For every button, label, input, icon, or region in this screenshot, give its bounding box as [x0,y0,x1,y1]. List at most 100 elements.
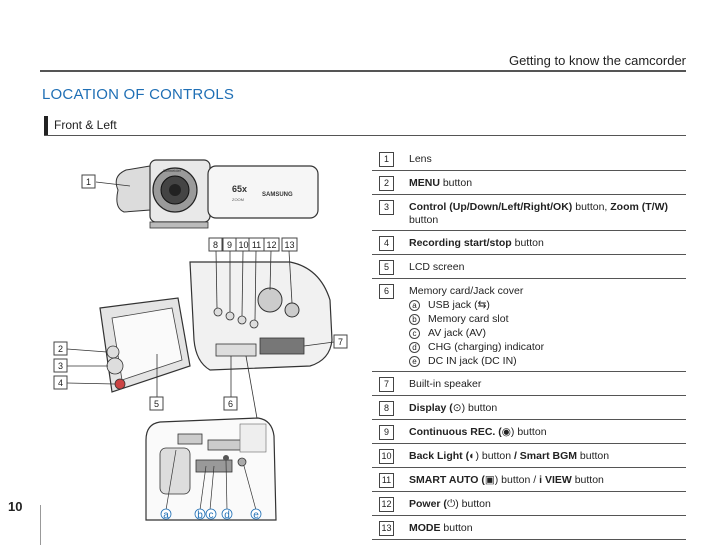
jack-label-c: c [205,508,217,521]
control-text-part: ⊙ [452,402,462,414]
control-text-part: Display ( [409,402,453,414]
zoom-badge: 65x [232,184,247,194]
svg-text:4: 4 [58,378,63,388]
callout-4: 4 [53,375,68,390]
control-number: 10 [379,449,394,464]
svg-text:7: 7 [338,337,343,347]
control-description: SMART AUTO (▣) button / i VIEW button [409,471,675,487]
section-title: Getting to know the camcorder [508,53,686,68]
svg-text:11: 11 [252,240,261,250]
page-title: LOCATION OF CONTROLS [42,86,235,103]
control-number: 7 [379,377,394,392]
control-text-part: ) button [461,402,498,414]
callout-13: 13 [281,237,298,252]
callout-12: 12 [263,237,280,252]
control-text-part: button [571,474,604,486]
camcorder-left-view [99,261,333,393]
control-number: 2 [379,176,394,191]
jack-label-a: a [160,508,172,521]
svg-text:12: 12 [266,240,276,250]
zoom-caption: ZOOM [232,197,244,202]
control-row-11: 11 SMART AUTO (▣) button / i VIEW button [372,468,686,492]
control-text-part: button [576,450,610,462]
control-row-5: 5 LCD screen [372,255,686,279]
control-row-1: 1 Lens [372,147,686,171]
jack-item: a USB jack (⇆) [409,299,675,312]
control-text-part: Back Light ( [409,450,470,462]
jack-letter: a [409,300,420,311]
control-row-8: 8 Display (⊙) button [372,396,686,420]
control-number: 1 [379,152,394,167]
control-text-part: button [439,177,473,189]
control-description: Back Light (◐) button / Smart BGM button [409,447,675,463]
control-number: 8 [379,401,394,416]
jack-letter: e [409,356,420,367]
control-text-part: button [409,214,439,226]
control-description: Power (⏻) button [409,495,675,511]
section-header: Getting to know the camcorder [40,52,686,72]
subtitle-bar: Front & Left [44,115,686,136]
callout-6: 6 [223,396,238,411]
svg-text:c: c [209,510,214,521]
lens-caption: Schneider [163,168,182,173]
control-row-3: 3 Control (Up/Down/Left/Right/OK) button,… [372,195,686,231]
control-text-part: ▣ [484,474,495,486]
control-text-part: MODE [409,522,441,534]
svg-text:6: 6 [228,399,233,409]
control-text-part: button [511,237,544,249]
control-number: 4 [379,236,394,251]
control-text-part: Recording start/stop [409,237,512,249]
subtitle: Front & Left [54,118,117,132]
jack-label-d: d [221,508,233,521]
callout-9: 9 [222,237,237,252]
control-text-part: ) button [510,426,547,438]
control-description: Built-in speaker [409,375,675,391]
jack-text: USB jack (⇆) [428,299,490,311]
control-number: 11 [379,473,394,488]
svg-text:2: 2 [58,344,63,354]
control-text-part: Lens [409,153,432,165]
control-text-part: ) button / [494,474,540,486]
svg-text:b: b [197,510,203,521]
jack-text: DC IN jack (DC IN) [428,355,517,367]
control-description: Lens [409,150,675,166]
jack-item: b Memory card slot [409,313,675,326]
control-description: MENU button [409,174,675,190]
svg-text:13: 13 [284,240,294,250]
jack-letter: d [409,342,420,353]
control-number: 6 [379,284,394,299]
control-row-10: 10 Back Light (◐) button / Smart BGM butt… [372,444,686,468]
callout-11: 11 [248,237,265,252]
jack-text: AV jack (AV) [428,327,486,339]
control-number: 5 [379,260,394,275]
control-text-part: Power ( [409,498,447,510]
svg-text:1: 1 [86,177,91,187]
control-row-4: 4 Recording start/stop button [372,231,686,255]
jack-text: Memory card slot [428,313,509,325]
control-description: LCD screen [409,258,675,274]
control-number: 9 [379,425,394,440]
control-description: Control (Up/Down/Left/Right/OK) button, … [409,198,675,227]
jack-text: CHG (charging) indicator [428,341,545,353]
control-number: 3 [379,200,394,215]
control-number: 13 [379,521,394,536]
page-divider [40,505,41,545]
jack-label-e: e [250,508,262,521]
control-text-part: SMART AUTO ( [409,474,485,486]
jack-item: e DC IN jack (DC IN) [409,355,675,368]
control-row-7: 7 Built-in speaker [372,372,686,396]
control-text-part: ⏻ [446,498,456,510]
callout-2: 2 [53,341,68,356]
svg-text:d: d [224,510,230,521]
svg-text:3: 3 [58,361,63,371]
callout-8: 8 [208,237,223,252]
page-number: 10 [8,499,23,514]
jack-letter: b [409,314,420,325]
svg-text:8: 8 [213,240,218,250]
callout-5: 5 [149,396,164,411]
control-text-part: button [440,522,473,534]
control-text-part: / Smart BGM [513,450,577,462]
control-row-13: 13 MODE button [372,516,686,540]
